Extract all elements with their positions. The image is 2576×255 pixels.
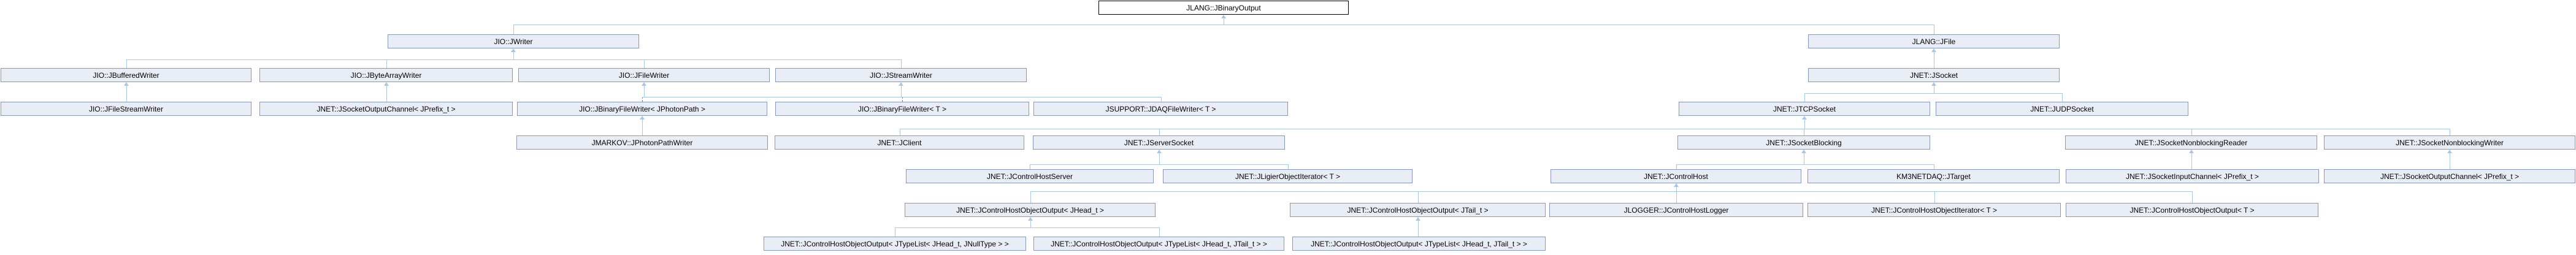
class-node-31[interactable]: JNET::JControlHostObjectOutput< T > — [2066, 203, 2318, 217]
edge-segment — [1288, 164, 1289, 169]
edge-segment — [1030, 191, 1031, 203]
edge-segment — [513, 25, 514, 34]
edge-segment — [1030, 221, 1031, 227]
edge-segment — [895, 227, 1160, 228]
arrowhead-up-icon — [124, 82, 129, 86]
arrowhead-up-icon — [511, 48, 516, 52]
edge-segment — [1676, 187, 1677, 191]
edge-segment — [126, 86, 127, 102]
arrowhead-up-icon — [1931, 82, 1936, 86]
edge-segment — [1934, 191, 1935, 203]
class-node-1[interactable]: JIO::JWriter — [388, 34, 639, 48]
edge-segment — [1161, 97, 1162, 102]
edge-segment — [1030, 191, 2193, 192]
arrowhead-up-icon — [1674, 183, 1679, 187]
class-node-5[interactable]: JIO::JFileWriter — [518, 68, 770, 82]
class-node-17[interactable]: JNET::JServerSocket — [1033, 135, 1285, 150]
template-edge-segment — [902, 97, 903, 102]
edge-segment — [1030, 164, 1289, 165]
class-node-26[interactable]: JNET::JSocketOutputChannel< JPrefix_t > — [2324, 169, 2575, 183]
arrowhead-up-icon — [2447, 150, 2452, 153]
class-node-4[interactable]: JIO::JByteArrayWriter — [259, 68, 513, 82]
class-node-2[interactable]: JLANG::JFile — [1808, 34, 2060, 48]
class-node-21[interactable]: JNET::JControlHostServer — [906, 169, 1154, 183]
edge-segment — [1676, 191, 1677, 203]
class-node-27[interactable]: JNET::JControlHostObjectOutput< JHead_t … — [905, 203, 1156, 217]
class-node-15[interactable]: JMARKOV::JPhotonPathWriter — [516, 135, 768, 150]
edge-segment — [126, 59, 127, 68]
class-node-11[interactable]: JIO::JBinaryFileWriter< T > — [775, 102, 1029, 116]
arrowhead-up-icon — [1028, 217, 1033, 221]
class-node-20[interactable]: JNET::JSocketNonblockingWriter — [2324, 135, 2575, 150]
class-node-6[interactable]: JIO::JStreamWriter — [775, 68, 1027, 82]
edge-segment — [901, 59, 902, 68]
class-node-23[interactable]: JNET::JControlHost — [1551, 169, 1801, 183]
edge-segment — [1159, 129, 1160, 135]
arrowhead-up-icon — [642, 82, 646, 86]
edge-segment — [126, 59, 902, 60]
class-node-25[interactable]: JNET::JSocketInputChannel< JPrefix_t > — [2066, 169, 2319, 183]
edge-segment — [901, 86, 902, 97]
arrowhead-up-icon — [1416, 217, 1420, 221]
edge-segment — [644, 59, 645, 68]
class-node-8[interactable]: JIO::JFileStreamWriter — [1, 102, 251, 116]
edge-segment — [513, 52, 514, 59]
class-node-7[interactable]: JNET::JSocket — [1808, 68, 2060, 82]
arrowhead-up-icon — [1157, 150, 1162, 153]
class-node-14[interactable]: JNET::JUDPSocket — [1936, 102, 2188, 116]
class-node-32[interactable]: JNET::JControlHostObjectOutput< JTypeLis… — [764, 237, 1026, 251]
arrowhead-up-icon — [2189, 150, 2194, 153]
arrowhead-up-icon — [1801, 150, 1806, 153]
edge-segment — [1159, 153, 1160, 164]
edge-segment — [2191, 129, 2192, 135]
class-node-0[interactable]: JLANG::JBinaryOutput — [1098, 1, 1349, 15]
edge-segment — [2062, 93, 2063, 102]
edge-segment — [2192, 191, 2193, 203]
edge-segment — [386, 86, 387, 102]
edge-segment — [1676, 164, 1677, 169]
arrowhead-up-icon — [1802, 116, 1807, 120]
edge-segment — [386, 59, 387, 68]
arrowhead-up-icon — [1221, 15, 1226, 18]
edge-segment — [1418, 191, 1419, 203]
class-node-33[interactable]: JNET::JControlHostObjectOutput< JTypeLis… — [1033, 237, 1284, 251]
edge-segment — [1418, 221, 1419, 237]
edge-segment — [1676, 164, 1934, 165]
class-node-29[interactable]: JLOGGER::JControlHostLogger — [1549, 203, 1803, 217]
class-node-13[interactable]: JNET::JTCPSocket — [1679, 102, 1930, 116]
arrowhead-up-icon — [384, 82, 389, 86]
class-node-16[interactable]: JNET::JClient — [775, 135, 1024, 150]
class-node-34[interactable]: JNET::JControlHostObjectOutput< JTypeLis… — [1292, 237, 1546, 251]
class-node-3[interactable]: JIO::JBufferedWriter — [1, 68, 251, 82]
class-node-18[interactable]: JNET::JSocketBlocking — [1677, 135, 1930, 150]
class-node-9[interactable]: JNET::JSocketOutputChannel< JPrefix_t > — [259, 102, 513, 116]
edge-segment — [1159, 227, 1160, 237]
class-node-12[interactable]: JSUPPORT::JDAQFileWriter< T > — [1033, 102, 1288, 116]
class-node-19[interactable]: JNET::JSocketNonblockingReader — [2065, 135, 2317, 150]
arrowhead-up-icon — [640, 116, 645, 120]
class-node-28[interactable]: JNET::JControlHostObjectOutput< JTail_t … — [1290, 203, 1546, 217]
class-node-24[interactable]: KM3NETDAQ::JTarget — [1807, 169, 2060, 183]
template-edge-segment — [642, 97, 643, 102]
edge-segment — [1804, 120, 1805, 129]
edge-segment — [1804, 93, 1805, 102]
edge-segment — [2191, 153, 2192, 169]
edge-segment — [1804, 93, 2063, 94]
class-node-22[interactable]: JNET::JLigierObjectIterator< T > — [1163, 169, 1413, 183]
edge-segment — [644, 86, 645, 97]
class-node-30[interactable]: JNET::JControlHostObjectIterator< T > — [1807, 203, 2061, 217]
arrowhead-up-icon — [1931, 48, 1936, 52]
edge-segment — [642, 120, 643, 135]
class-node-10[interactable]: JIO::JBinaryFileWriter< JPhotonPath > — [517, 102, 767, 116]
arrowhead-up-icon — [899, 82, 903, 86]
